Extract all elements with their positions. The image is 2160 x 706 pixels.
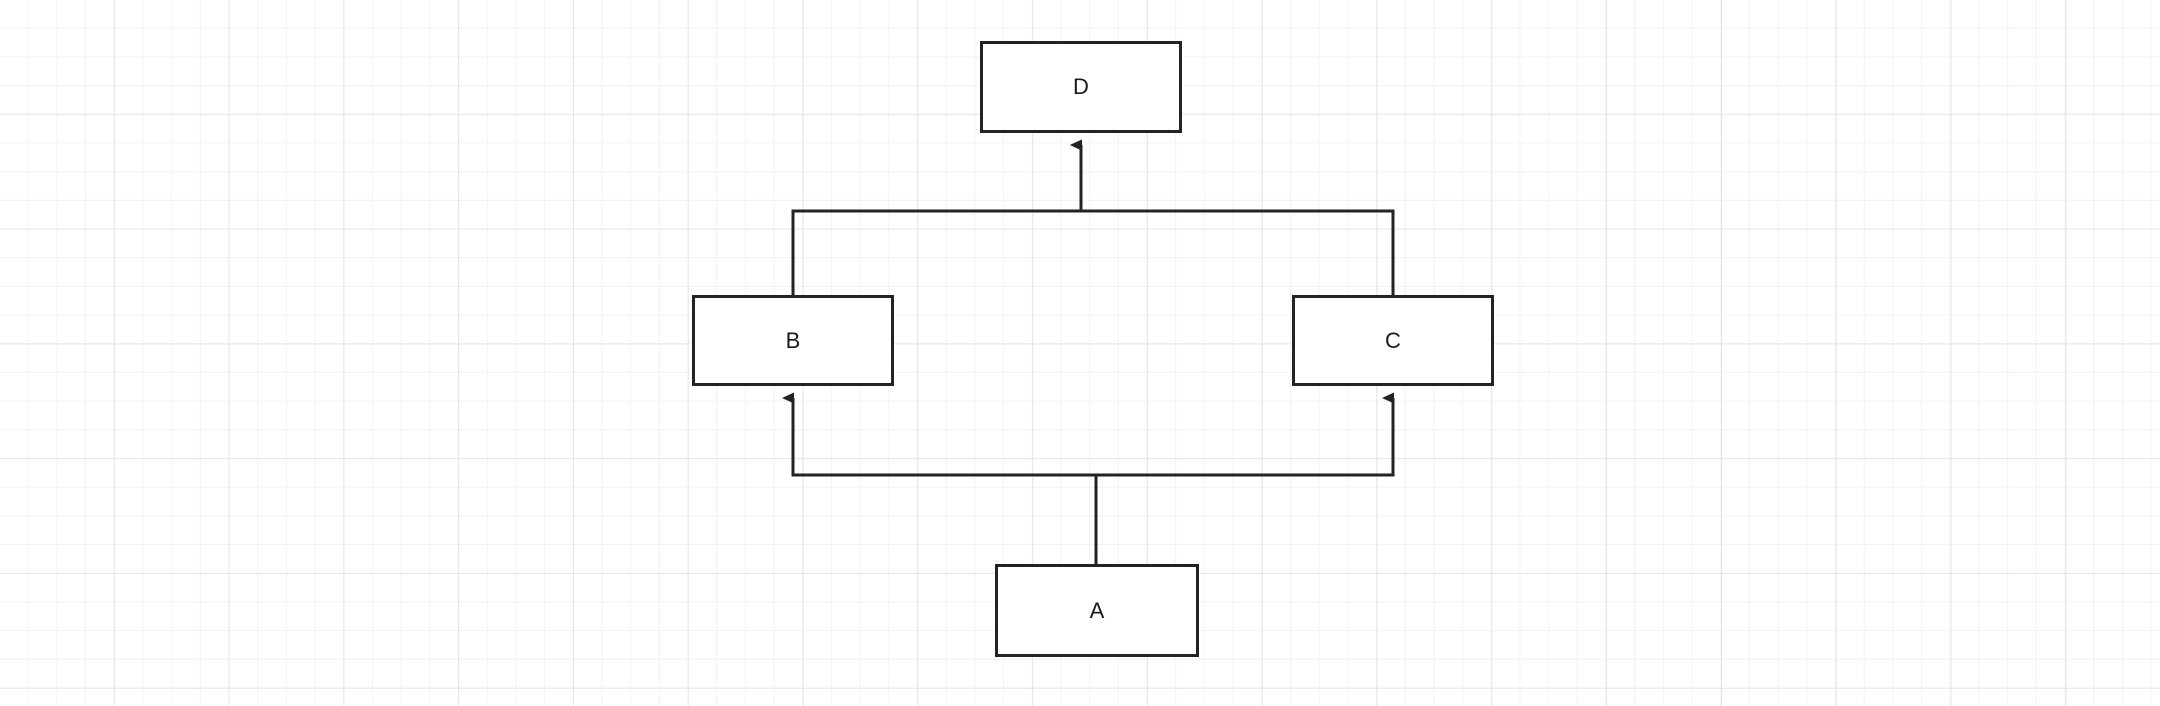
edge-a-to-c <box>1094 392 1395 564</box>
node-a[interactable]: A <box>995 564 1199 657</box>
node-b-label: B <box>785 327 801 353</box>
node-c[interactable]: C <box>1292 295 1494 386</box>
node-d-label: D <box>1072 74 1090 99</box>
node-a-label: A <box>1089 597 1105 623</box>
edge-b-to-d <box>791 139 1083 295</box>
node-d[interactable]: D <box>980 41 1182 133</box>
edge-c-to-d <box>1070 139 1395 295</box>
node-b[interactable]: B <box>692 295 894 386</box>
edge-a-to-b <box>782 392 1098 564</box>
node-c-label: C <box>1384 327 1402 353</box>
